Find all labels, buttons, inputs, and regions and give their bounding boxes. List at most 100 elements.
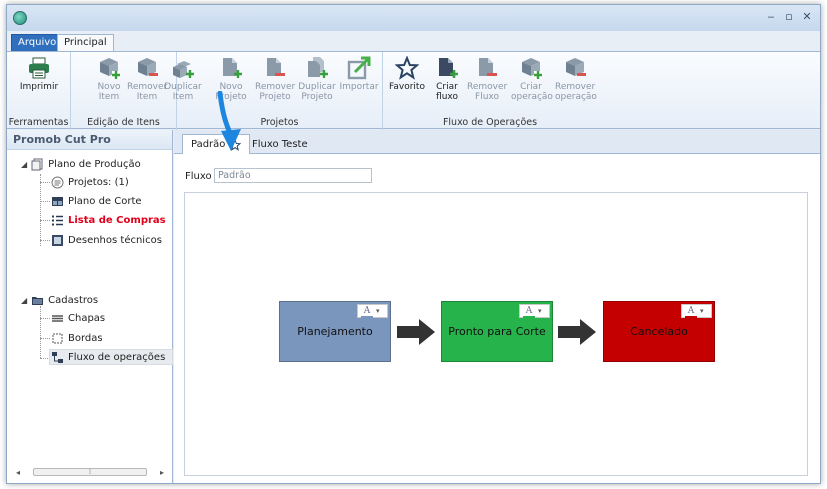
remove-project-label: Remover Projeto bbox=[255, 82, 296, 102]
tree-line bbox=[40, 240, 50, 241]
tree-line bbox=[40, 182, 50, 183]
tree-item-chapas[interactable]: Chapas bbox=[51, 312, 105, 325]
tree-line bbox=[40, 318, 50, 319]
dropdown-arrow-icon: ▾ bbox=[376, 307, 380, 315]
remove-item-icon bbox=[138, 58, 158, 76]
tab-label: Fluxo Teste bbox=[252, 138, 308, 150]
group-label: Projetos bbox=[260, 117, 299, 128]
ribbon-tabs: Arquivo Principal bbox=[7, 31, 820, 53]
new-project-icon bbox=[223, 58, 242, 78]
import-button[interactable]: Importar bbox=[339, 56, 379, 92]
remove-project-button[interactable]: Remover Projeto bbox=[255, 56, 295, 102]
remove-operation-icon bbox=[566, 58, 586, 76]
selected-row-highlight bbox=[49, 349, 173, 365]
window-controls: ‒ ▫ ✕ bbox=[764, 10, 814, 24]
ribbon: Imprimir Ferramentas Novo Item Remover I… bbox=[7, 51, 820, 130]
create-flow-button[interactable]: Criar fluxo bbox=[427, 56, 467, 102]
new-project-button[interactable]: Novo Projeto bbox=[211, 56, 251, 102]
print-button[interactable]: Imprimir bbox=[19, 56, 59, 92]
borders-icon bbox=[52, 333, 63, 344]
group-fluxo-operacoes: Favorito Criar fluxo Remover Fluxo bbox=[383, 52, 597, 130]
node-label: Cancelado bbox=[630, 325, 688, 338]
favorite-label: Favorito bbox=[389, 82, 425, 92]
tree-item-bordas[interactable]: Bordas bbox=[51, 332, 103, 345]
cutting-plan-icon bbox=[52, 197, 63, 206]
create-operation-icon bbox=[522, 58, 542, 79]
group-projetos: Novo Projeto Remover Projeto Duplicar Pr… bbox=[177, 52, 383, 130]
dropdown-arrow-icon: ▾ bbox=[700, 307, 704, 315]
duplicate-project-button[interactable]: Duplicar Projeto bbox=[297, 56, 337, 102]
flow-node-pronto-corte[interactable]: Pronto para Corte A▾ bbox=[441, 301, 553, 362]
tree-line bbox=[40, 201, 50, 202]
tree-label: Cadastros bbox=[48, 295, 99, 306]
minimize-button[interactable]: ‒ bbox=[767, 10, 775, 23]
scroll-left-icon[interactable]: ◂ bbox=[15, 467, 20, 477]
scroll-right-icon[interactable]: ▸ bbox=[159, 467, 164, 477]
scroll-thumb[interactable]: ⁞ bbox=[33, 468, 147, 476]
new-project-label: Novo Projeto bbox=[215, 82, 247, 102]
import-label: Importar bbox=[339, 82, 379, 92]
favorite-button[interactable]: Favorito bbox=[387, 56, 427, 92]
app-logo-icon bbox=[13, 11, 27, 25]
tab-arquivo[interactable]: Arquivo bbox=[11, 34, 64, 52]
flow-arrow-icon bbox=[558, 319, 596, 345]
tree-label: Plano de Corte bbox=[68, 196, 142, 207]
remove-item-button[interactable]: Remover Item bbox=[127, 56, 167, 102]
flow-canvas[interactable]: Planejamento A▾ Pronto para Corte A▾ bbox=[184, 192, 808, 476]
tab-fluxo-teste[interactable]: Fluxo Teste bbox=[244, 134, 316, 154]
tab-principal[interactable]: Principal bbox=[57, 34, 114, 53]
flow-node-planejamento[interactable]: Planejamento A▾ bbox=[279, 301, 391, 362]
duplicate-item-icon bbox=[173, 61, 194, 78]
title-bar: ‒ ▫ ✕ bbox=[7, 5, 820, 31]
dropdown-arrow-icon: ▾ bbox=[538, 307, 542, 315]
create-flow-icon bbox=[439, 58, 458, 78]
tree-node-plano-producao[interactable]: ◢ Plano de Produção bbox=[21, 158, 141, 171]
tree-line bbox=[40, 358, 50, 359]
collapse-triangle-icon[interactable]: ◢ bbox=[21, 296, 28, 305]
navigation-panel: Promob Cut Pro ◢ Plano de Produção Proje… bbox=[7, 130, 173, 483]
remove-flow-icon bbox=[479, 58, 497, 76]
panel-title: Promob Cut Pro bbox=[7, 130, 172, 150]
tree-label: Lista de Compras bbox=[68, 215, 166, 226]
print-label: Imprimir bbox=[19, 82, 59, 92]
maximize-button[interactable]: ▫ bbox=[785, 10, 793, 23]
tree-label: Bordas bbox=[68, 333, 103, 344]
tree-line bbox=[40, 220, 50, 221]
flow-tabs: Padrão Fluxo Teste bbox=[174, 130, 820, 155]
fluxo-label: Fluxo : bbox=[185, 171, 219, 182]
flow-editor: Fluxo : Planejamento A▾ Pronto para Cort… bbox=[174, 154, 820, 483]
tree-line bbox=[40, 338, 50, 339]
node-format-dropdown[interactable]: A▾ bbox=[681, 304, 712, 318]
tree-node-cadastros[interactable]: ◢ Cadastros bbox=[21, 294, 98, 307]
remove-project-icon bbox=[267, 58, 285, 76]
folder-icon bbox=[32, 297, 44, 305]
node-format-dropdown[interactable]: A▾ bbox=[357, 304, 388, 318]
text-color-icon: A bbox=[358, 306, 376, 318]
close-button[interactable]: ✕ bbox=[802, 10, 812, 23]
tree-item-desenhos-tecnicos[interactable]: Desenhos técnicos bbox=[51, 234, 162, 247]
flow-node-cancelado[interactable]: Cancelado A▾ bbox=[603, 301, 715, 362]
tree-item-fluxo-operacoes[interactable]: Fluxo de operações bbox=[51, 351, 165, 364]
text-color-icon: A bbox=[520, 306, 538, 318]
tree-label: Desenhos técnicos bbox=[68, 235, 162, 246]
tree-item-projetos[interactable]: Projetos: (1) bbox=[51, 176, 129, 189]
node-format-dropdown[interactable]: A▾ bbox=[519, 304, 550, 318]
horizontal-scrollbar[interactable]: ◂ ⁞ ▸ bbox=[13, 466, 167, 478]
collapse-triangle-icon[interactable]: ◢ bbox=[21, 160, 28, 169]
node-label: Planejamento bbox=[297, 325, 373, 338]
new-item-button[interactable]: Novo Item bbox=[89, 56, 129, 102]
remove-flow-label: Remover Fluxo bbox=[467, 82, 508, 102]
list-icon bbox=[52, 215, 63, 226]
remove-flow-button[interactable]: Remover Fluxo bbox=[467, 56, 507, 102]
tab-label: Padrão bbox=[191, 139, 226, 150]
technical-drawing-icon bbox=[52, 235, 63, 246]
duplicate-item-button[interactable]: Duplicar Item bbox=[163, 56, 203, 102]
printer-icon bbox=[29, 57, 49, 79]
fluxo-name-input[interactable] bbox=[214, 168, 372, 183]
create-operation-button[interactable]: Criar operação bbox=[511, 56, 553, 102]
remove-operation-button[interactable]: Remover operação bbox=[555, 56, 597, 102]
tree-item-lista-compras[interactable]: Lista de Compras bbox=[51, 214, 166, 227]
flow-arrow-icon bbox=[397, 319, 435, 345]
sheets-icon bbox=[52, 315, 63, 322]
tree-item-plano-corte[interactable]: Plano de Corte bbox=[51, 195, 142, 208]
